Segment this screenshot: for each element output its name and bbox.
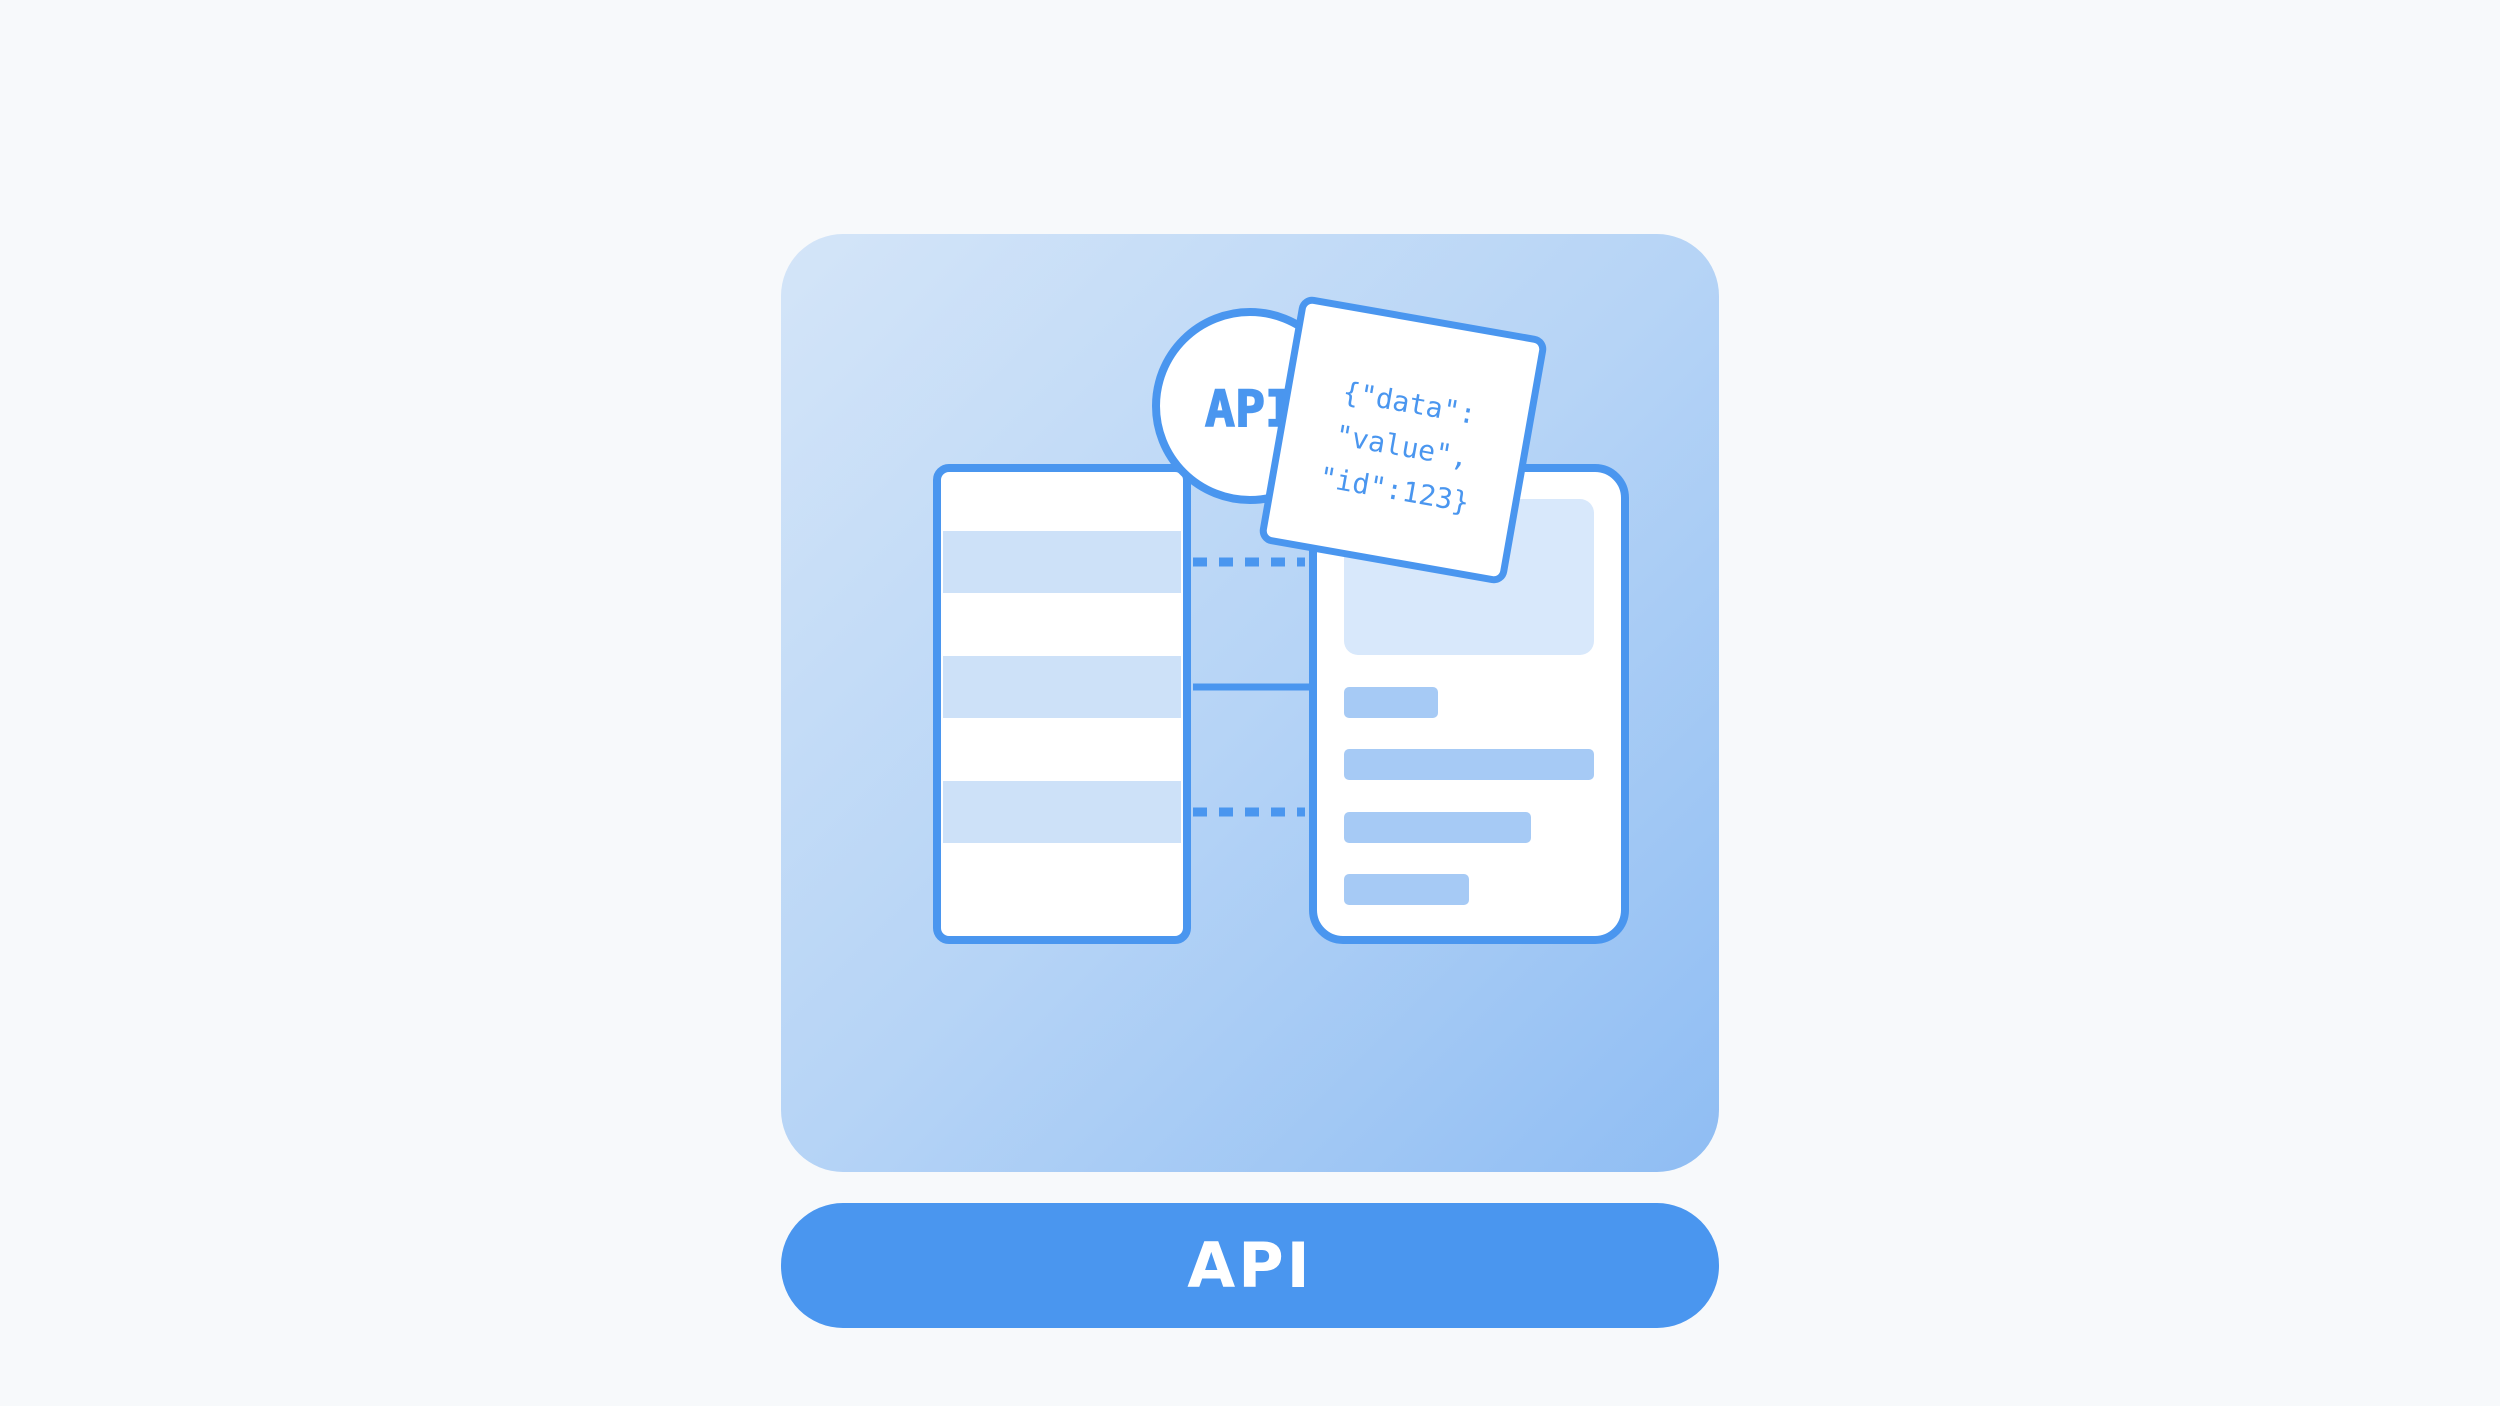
connector-lines: [1193, 557, 1313, 817]
api-label-pill: API: [781, 1203, 1719, 1328]
content-bar: [1344, 687, 1438, 718]
content-bar: [1344, 749, 1594, 780]
content-bar: [1344, 874, 1469, 905]
api-label-text: API: [1187, 1229, 1313, 1302]
api-illustration: API {"data": "value", "id":123}: [933, 296, 1629, 944]
json-card: {"data": "value", "id":123}: [1259, 296, 1547, 584]
content-bar: [1344, 812, 1531, 843]
app-panel: [1309, 464, 1629, 944]
json-card-frame: [1259, 296, 1547, 584]
database-stripe: [943, 656, 1181, 718]
database-panel: [933, 464, 1191, 944]
database-stripe: [943, 781, 1181, 843]
database-stripe: [943, 531, 1181, 593]
illustration-card: API {"data": "value", "id":123}: [781, 234, 1719, 1172]
